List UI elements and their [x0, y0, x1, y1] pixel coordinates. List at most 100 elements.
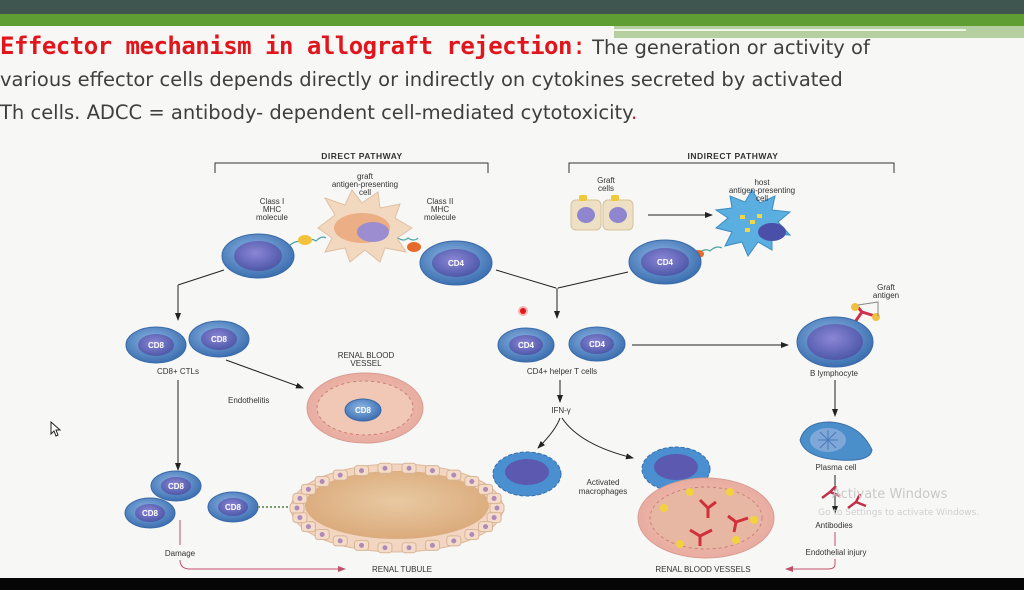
title-colon: : — [571, 32, 586, 60]
tubule-cell-nucleus — [294, 505, 300, 511]
renal-blood-vessel: CD8 — [306, 372, 424, 444]
tubule-cell-nucleus — [469, 478, 475, 484]
class2-mhc-molecule — [397, 237, 421, 252]
macrophages-label-1: Activated — [587, 478, 620, 487]
tubule-cell-nucleus — [483, 486, 489, 492]
line-3-period: . — [630, 101, 638, 124]
line-indirect-cd4-to-helper — [557, 271, 629, 289]
bottom-bar — [0, 578, 1024, 590]
t-cell-indirect-cd4: CD4 — [628, 239, 702, 285]
line-1-rest: The generation or activity of — [585, 36, 870, 59]
graft-antigen-label-2: antigen — [873, 291, 899, 300]
cd4-helper-label-1: CD4 — [518, 341, 535, 350]
graft-cells-label-1: Graft — [597, 176, 616, 185]
direct-pathway-header: DIRECT PATHWAY — [214, 151, 489, 173]
class2-label-1: Class II — [427, 197, 454, 206]
line-cd8-to-ctls — [177, 269, 225, 286]
class1-label-2: MHC — [263, 205, 281, 214]
activate-windows-watermark: Activate Windows — [832, 487, 948, 502]
t-cell-direct-cd8 — [221, 233, 295, 279]
graft-cells-label-2: cells — [598, 184, 614, 193]
graft-apc-label-2: antigen-presenting — [332, 180, 398, 189]
macrophages-label-2: macrophages — [579, 487, 627, 496]
graft-apc — [317, 189, 413, 263]
slide-text: Effector mechanism in allograft rejectio… — [0, 30, 1000, 129]
host-apc-label-2: antigen-presenting — [729, 186, 795, 195]
indirect-pathway-header: INDIRECT PATHWAY — [568, 151, 895, 173]
slide-title: Effector mechanism in allograft rejectio… — [0, 32, 572, 60]
direct-pathway-label: DIRECT PATHWAY — [321, 151, 402, 161]
renal-tubule — [290, 463, 504, 553]
arrow-ifn-to-macrophage-1 — [537, 417, 561, 449]
tubule-cell-nucleus — [305, 524, 311, 530]
cd4-label-direct: CD4 — [448, 259, 465, 268]
tubule-cell-nucleus — [337, 538, 343, 544]
cd8-ctl-1: CD8 — [125, 326, 187, 364]
indirect-mhc — [699, 246, 723, 253]
graft-antigen-receptor — [851, 301, 880, 323]
line-direct-cd4-to-helper — [495, 269, 557, 289]
host-apc-label-1: host — [754, 178, 770, 187]
host-apc-label-3: cell — [756, 194, 768, 203]
tubule-cell-nucleus — [382, 465, 388, 471]
tubule-cell-nucleus — [429, 542, 435, 548]
green-accent-line — [614, 29, 966, 31]
arrow-damage-to-tubule — [179, 559, 346, 572]
mouse-cursor-icon — [50, 421, 62, 437]
cd4-helper-1: CD4 — [497, 327, 555, 363]
renal-blood-vessel-label-1: RENAL BLOOD — [338, 351, 395, 360]
line-3-text: Th cells. ADCC = antibody- dependent cel… — [0, 101, 631, 124]
cd8-bottom-label-3: CD8 — [225, 503, 242, 512]
tubule-cells — [289, 462, 505, 554]
graft-apc-label-1: graft — [357, 172, 374, 181]
tubule-cell-nucleus — [297, 515, 303, 521]
tubule-cell-nucleus — [483, 524, 489, 530]
tubule-cell-nucleus — [305, 486, 311, 492]
graft-antigen-label-1: Graft — [877, 283, 896, 292]
b-lymphocyte-label: B lymphocyte — [810, 369, 859, 378]
pointer-dot — [518, 306, 528, 316]
graft-cells — [570, 195, 634, 231]
graft-apc-label-3: cell — [359, 188, 371, 197]
renal-blood-vessels-label: RENAL BLOOD VESSELS — [655, 565, 750, 574]
green-accent-bar — [0, 14, 1024, 26]
class1-label-3: molecule — [256, 213, 289, 222]
tubule-cell-nucleus — [406, 465, 412, 471]
cd8-ctls-label: CD8+ CTLs — [157, 367, 199, 376]
tubule-cell-nucleus — [319, 478, 325, 484]
activate-windows-hint: Go to Settings to activate Windows. — [818, 508, 980, 518]
cd8-bottom-label-1: CD8 — [168, 482, 185, 491]
class2-label-2: MHC — [431, 205, 449, 214]
cd4-label-indirect: CD4 — [657, 258, 674, 267]
tubule-cell-nucleus — [359, 468, 365, 474]
arrow-ifn-to-macrophage-2 — [561, 417, 634, 460]
tubule-cell-nucleus — [319, 532, 325, 538]
tubule-cell-nucleus — [406, 545, 412, 551]
line-3: Th cells. ADCC = antibody- dependent cel… — [0, 97, 1000, 129]
tubule-cell-nucleus — [494, 505, 500, 511]
t-cell-direct-cd4: CD4 — [419, 240, 493, 286]
plasma-cell — [799, 421, 873, 461]
cd8-label-1: CD8 — [148, 341, 165, 350]
renal-blood-vessel-label-2: VESSEL — [350, 359, 382, 368]
tubule-cell-nucleus — [451, 472, 457, 478]
cd4-helper-2: CD4 — [568, 326, 626, 362]
b-lymphocyte — [796, 316, 874, 368]
activated-macrophage-1 — [492, 451, 562, 497]
line-2: various effector cells depends directly … — [0, 68, 843, 91]
class1-label-1: Class I — [260, 197, 284, 206]
class2-label-3: molecule — [424, 213, 457, 222]
cd8-cell-bottom-1: CD8 — [150, 470, 202, 502]
cd8-bottom-label-2: CD8 — [142, 509, 159, 518]
tubule-cell-nucleus — [297, 495, 303, 501]
cd8-label-vessel: CD8 — [355, 406, 372, 415]
tubule-cell-nucleus — [382, 545, 388, 551]
tubule-cell-nucleus — [451, 538, 457, 544]
indirect-pathway-label: INDIRECT PATHWAY — [688, 151, 779, 161]
class1-mhc-molecule — [289, 235, 327, 246]
top-bar — [0, 0, 1024, 14]
host-apc — [714, 189, 792, 258]
tubule-cell-nucleus — [429, 468, 435, 474]
endothelial-injury-label: Endothelial injury — [806, 548, 867, 557]
